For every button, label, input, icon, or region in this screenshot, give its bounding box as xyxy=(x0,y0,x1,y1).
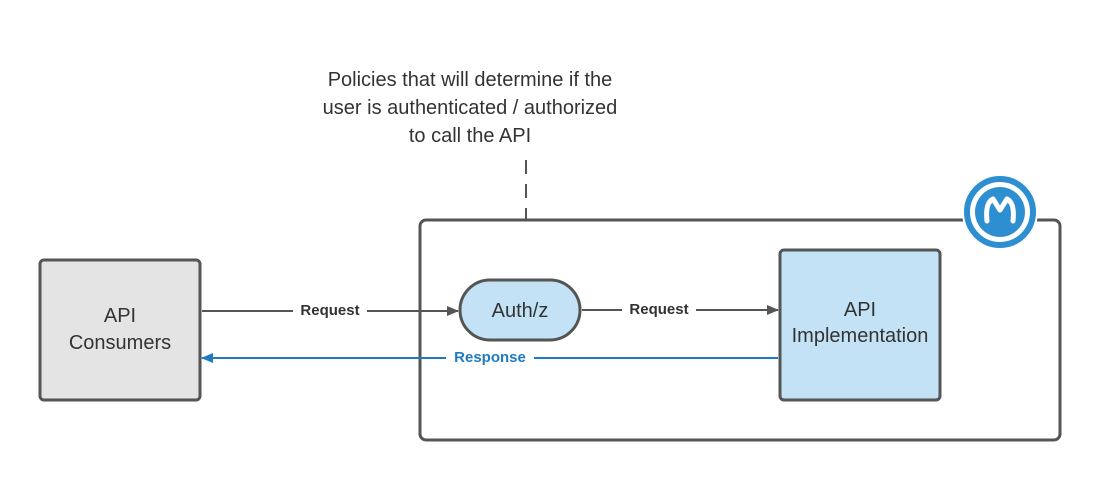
request-edge-to-implementation: Request xyxy=(582,299,779,319)
api-implementation-node: API Implementation xyxy=(778,248,942,402)
response-label: Response xyxy=(454,349,526,366)
mulesoft-logo-icon xyxy=(962,174,1038,250)
api-implementation-line-1: API xyxy=(844,299,876,321)
api-consumers-node: API Consumers xyxy=(38,258,202,402)
policy-note-line-1: Policies that will determine if the xyxy=(328,69,613,91)
policy-note-line-3: to call the API xyxy=(409,125,531,147)
api-consumers-line-2: Consumers xyxy=(69,332,171,354)
policy-note: Policies that will determine if the user… xyxy=(323,69,618,147)
request-label-1: Request xyxy=(300,302,359,319)
api-consumers-line-1: API xyxy=(104,305,136,327)
api-implementation-line-2: Implementation xyxy=(792,325,929,347)
auth-label: Auth/z xyxy=(492,300,549,322)
request-label-2: Request xyxy=(629,301,688,318)
response-edge: Response xyxy=(201,347,778,367)
policy-note-line-2: user is authenticated / authorized xyxy=(323,97,618,119)
request-edge-to-auth: Request xyxy=(202,300,459,320)
auth-node: Auth/z xyxy=(458,278,582,342)
